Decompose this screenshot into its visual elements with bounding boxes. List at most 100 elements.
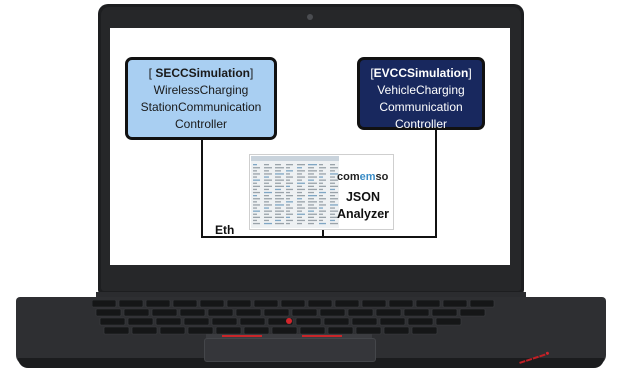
keyboard-key [442, 300, 468, 308]
analyzer-screenshot-line [319, 219, 323, 222]
trackpoint-icon [286, 318, 292, 324]
analyzer-screenshot-line [308, 173, 314, 175]
analyzer-screenshot-line [253, 207, 257, 209]
analyzer-screenshot-line [275, 222, 284, 225]
analyzer-screenshot-line [286, 173, 290, 175]
secc-line-1: WirelessCharging [153, 83, 249, 97]
analyzer-screenshot-line [330, 164, 335, 166]
keyboard-key [407, 317, 434, 326]
evcc-title: [EVCCSimulation] [370, 66, 472, 80]
analyzer-screenshot-line [297, 216, 302, 218]
keyboard-key [295, 317, 322, 326]
analyzer-screenshot-line [253, 222, 260, 225]
analyzer-screenshot-line [286, 170, 293, 172]
touchpad [204, 338, 376, 362]
touchpad-button-stripe-right [302, 335, 342, 337]
analyzer-screenshot-line [253, 185, 260, 187]
analyzer-screenshot-line [286, 198, 290, 200]
analyzer-screenshot-line [264, 182, 269, 184]
keyboard-key [299, 326, 326, 335]
analyzer-screenshot-line [275, 198, 284, 200]
analyzer-screenshot-line [297, 185, 302, 187]
keyboard-key [123, 308, 150, 317]
analyzer-screenshot-line [286, 188, 293, 191]
analyzer-screenshot-line [297, 222, 302, 225]
analyzer-screenshot-line [308, 219, 317, 222]
analyzer-screenshot-line [330, 170, 335, 172]
analyzer-screenshot-toolbar [251, 156, 339, 161]
analyzer-line-2: Analyzer [336, 207, 390, 221]
analyzer-screenshot-line [286, 195, 293, 197]
laptop-hinge [96, 292, 526, 298]
analyzer-screenshot-line [319, 195, 323, 197]
analyzer-screenshot-line [330, 210, 338, 212]
keyboard-key [361, 300, 387, 308]
analyzer-screenshot-line [275, 213, 281, 215]
keyboard-key [187, 326, 214, 335]
analyzer-screenshot-line [253, 167, 260, 169]
analyzer-screenshot-line [308, 182, 317, 184]
analyzer-screenshot-line [275, 182, 281, 184]
touchpad-buttons [206, 334, 372, 338]
analyzer-screenshot-line [286, 191, 290, 194]
analyzer-screenshot-line [253, 195, 257, 197]
analyzer-screenshot-line [253, 204, 260, 206]
analyzer-screenshot-line [330, 195, 335, 197]
analyzer-screenshot-line [330, 191, 338, 194]
analyzer-screenshot-line [275, 173, 284, 175]
analyzer-screenshot-line [264, 164, 269, 166]
analyzer-screenshot-line [319, 216, 326, 218]
analyzer-screenshot-line [319, 207, 323, 209]
analyzer-screenshot-line [308, 191, 314, 194]
analyzer-screenshot-line [308, 195, 317, 197]
analyzer-screenshot-line [308, 213, 317, 215]
keyboard-key [183, 317, 210, 326]
analyzer-screenshot-line [275, 170, 281, 172]
analyzer-screenshot-line [308, 176, 317, 178]
keyboard-key [307, 300, 333, 308]
analyzer-screenshot-line [275, 204, 284, 206]
analyzer-screenshot-line [253, 219, 257, 222]
wire-evcc-down [435, 130, 437, 238]
analyzer-screenshot-line [297, 170, 305, 172]
keyboard-key [243, 326, 270, 335]
analyzer-screenshot-line [286, 179, 290, 181]
analyzer-screenshot-line [319, 179, 326, 181]
analyzer-screenshot-line [264, 191, 272, 194]
analyzer-screenshot-line [275, 179, 284, 181]
keyboard-key [383, 326, 410, 335]
keyboard-key [403, 308, 430, 317]
keyboard-key [131, 326, 158, 335]
keyboard-key [127, 317, 154, 326]
secc-line-2: StationCommunication [140, 100, 262, 114]
keyboard-key [99, 317, 126, 326]
analyzer-screenshot-line [297, 210, 302, 212]
analyzer-screenshot-line [308, 204, 314, 206]
analyzer-screenshot-line [297, 173, 302, 175]
ethernet-label: Eth [215, 223, 235, 237]
analyzer-screenshot-line [319, 198, 326, 200]
analyzer-screenshot-line [319, 170, 323, 172]
wire-secc-down [201, 140, 203, 238]
analyzer-screenshot-line [330, 176, 335, 178]
analyzer-screenshot-line [330, 219, 335, 222]
analyzer-screenshot-line [275, 219, 281, 222]
keyboard-key [172, 300, 198, 308]
secc-title: [ SECCSimulation] [148, 66, 254, 80]
analyzer-screenshot-line [286, 219, 293, 222]
analyzer-screenshot-line [286, 210, 290, 212]
analyzer-screenshot-line [297, 195, 305, 197]
analyzer-screenshot-line [308, 216, 314, 218]
analyzer-screenshot-line [297, 188, 305, 191]
analyzer-screenshot-line [275, 176, 281, 178]
analyzer-screenshot-line [253, 216, 260, 218]
analyzer-screenshot-icon [251, 156, 339, 228]
analyzer-screenshot-line [253, 179, 260, 181]
analyzer-screenshot-line [264, 170, 269, 172]
analyzer-screenshot-line [308, 198, 314, 200]
analyzer-screenshot-line [264, 207, 269, 209]
secc-line-3: Controller [174, 117, 228, 131]
keyboard-key [355, 326, 382, 335]
analyzer-screenshot-line [297, 213, 305, 215]
keyboard-key [334, 300, 360, 308]
